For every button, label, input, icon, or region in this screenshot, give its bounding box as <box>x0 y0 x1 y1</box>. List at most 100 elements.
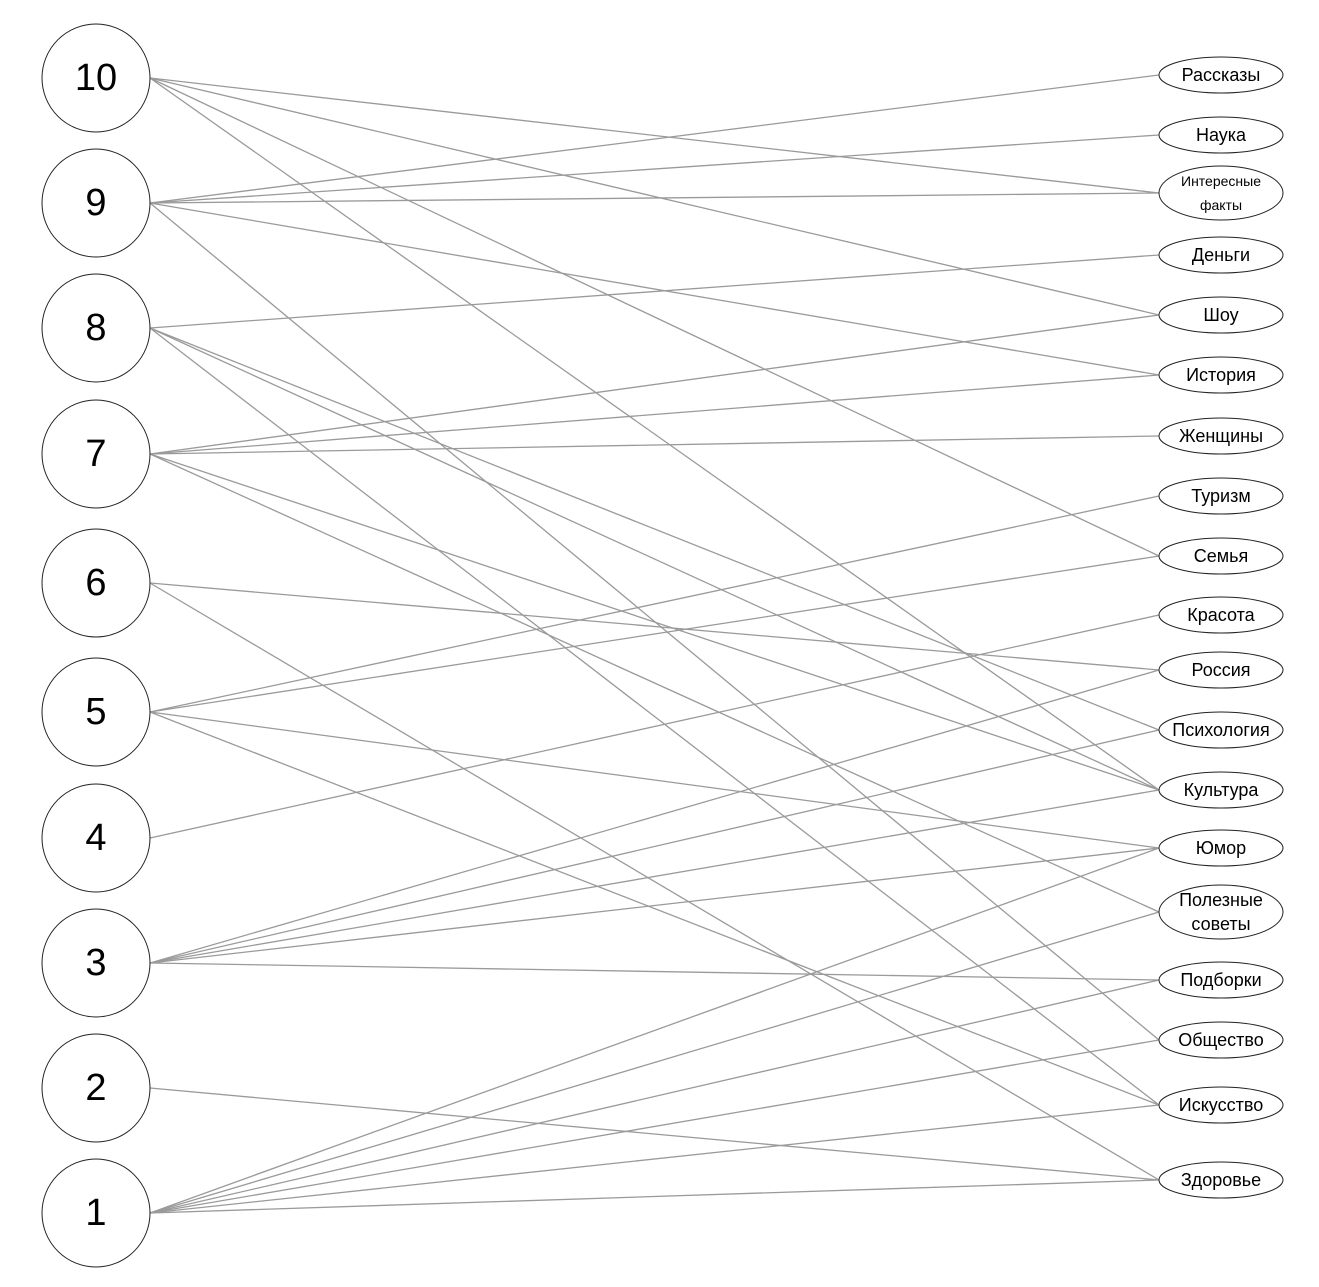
topic-ellipse <box>1158 56 1284 94</box>
topic-ellipse <box>1158 417 1284 455</box>
edge-n1-t_yumor <box>149 847 1160 1214</box>
topic-kultura: Культура <box>1158 771 1284 809</box>
node-circle <box>41 273 151 383</box>
topic-istoriya: История <box>1158 356 1284 394</box>
topic-label: факты <box>1200 197 1242 213</box>
edge-n4-t_krasota <box>149 614 1160 839</box>
node-circle <box>41 148 151 258</box>
edge-n7-t_kultura <box>149 453 1160 791</box>
edge-n5-t_yumor <box>149 711 1160 849</box>
topic-ellipse <box>1158 165 1284 221</box>
edge-n9-t_istoriya <box>149 202 1160 376</box>
topic-obshchestvo: Общество <box>1158 1021 1284 1059</box>
node-2: 2 <box>41 1033 151 1143</box>
edge-n1-t_zdorovye <box>149 1179 1160 1214</box>
number-nodes: 10 9 8 7 6 5 4 3 2 1 <box>41 23 151 1268</box>
topic-ellipse <box>1158 1161 1284 1199</box>
node-circle <box>41 1033 151 1143</box>
topic-semya: Семья <box>1158 537 1284 575</box>
edge-n10-t_kultura <box>149 77 1160 791</box>
topic-zhenshchiny: Женщины <box>1158 417 1284 455</box>
topic-label: советы <box>1191 914 1250 934</box>
node-label: 10 <box>75 57 117 99</box>
topic-label: Полезные <box>1179 890 1263 910</box>
topic-ellipse <box>1158 711 1284 749</box>
edge-n10-t_semya <box>149 77 1160 557</box>
topic-ellipse <box>1158 651 1284 689</box>
edges-layer <box>149 74 1160 1214</box>
topic-label: История <box>1186 365 1256 385</box>
edge-n1-t_podborki <box>149 979 1160 1214</box>
topic-ellipse <box>1158 1086 1284 1124</box>
edge-n3-t_psikhologiya <box>149 729 1160 964</box>
edge-n7-t_istoriya <box>149 374 1160 455</box>
edge-n10-t_fakty <box>149 77 1160 194</box>
node-4: 4 <box>41 783 151 893</box>
topic-zdorovye: Здоровье <box>1158 1161 1284 1199</box>
node-3: 3 <box>41 908 151 1018</box>
node-label: 9 <box>85 182 106 224</box>
topic-label: Подборки <box>1180 970 1261 990</box>
topic-ellipse <box>1158 356 1284 394</box>
edge-n9-t_rasskazy <box>149 74 1160 204</box>
topic-label: Интересные <box>1181 173 1261 189</box>
topic-ellipse <box>1158 296 1284 334</box>
node-10: 10 <box>41 23 151 133</box>
node-circle <box>41 657 151 767</box>
topic-ellipse <box>1158 829 1284 867</box>
topic-label: Шоу <box>1203 305 1238 325</box>
edge-n1-t_obshchestvo <box>149 1039 1160 1214</box>
edge-n2-t_zdorovye <box>149 1087 1160 1181</box>
edge-n1-t_sovety <box>149 911 1160 1214</box>
topic-label: Красота <box>1187 605 1255 625</box>
topic-iskusstvo: Искусство <box>1158 1086 1284 1124</box>
edge-n3-t_kultura <box>149 789 1160 964</box>
topic-ellipse <box>1158 961 1284 999</box>
topic-yumor: Юмор <box>1158 829 1284 867</box>
node-circle <box>41 23 151 133</box>
topic-label: Рассказы <box>1182 65 1261 85</box>
topic-label: Наука <box>1196 125 1247 145</box>
topic-label: Юмор <box>1196 838 1246 858</box>
topic-rasskazy: Рассказы <box>1158 56 1284 94</box>
edge-n10-t_shou <box>149 77 1160 316</box>
topic-sovety: Полезные советы <box>1158 884 1284 940</box>
node-circle <box>41 399 151 509</box>
node-label: 7 <box>85 433 106 475</box>
node-circle <box>41 783 151 893</box>
topic-rossiya: Россия <box>1158 651 1284 689</box>
topic-nauka: Наука <box>1158 116 1284 154</box>
edge-n6-t_zdorovye <box>149 582 1160 1181</box>
node-label: 4 <box>85 817 106 859</box>
topic-ellipse <box>1158 771 1284 809</box>
node-9: 9 <box>41 148 151 258</box>
topic-dengi: Деньги <box>1158 236 1284 274</box>
node-1: 1 <box>41 1158 151 1268</box>
edge-n3-t_podborki <box>149 962 1160 981</box>
edge-n9-t_fakty <box>149 192 1160 204</box>
topic-ellipse <box>1158 477 1284 515</box>
topic-label: Искусство <box>1179 1095 1263 1115</box>
topic-fakty: Интересные факты <box>1158 165 1284 221</box>
edge-n8-t_kultura <box>149 327 1160 791</box>
edge-n8-t_dengi <box>149 254 1160 329</box>
topic-label: Деньги <box>1192 245 1250 265</box>
topic-label: Россия <box>1191 660 1250 680</box>
edge-n8-t_psikhologiya <box>149 327 1160 731</box>
topic-ellipse <box>1158 1021 1284 1059</box>
edge-n3-t_yumor <box>149 847 1160 964</box>
node-label: 8 <box>85 307 106 349</box>
topic-shou: Шоу <box>1158 296 1284 334</box>
topic-label: Здоровье <box>1181 1170 1261 1190</box>
node-7: 7 <box>41 399 151 509</box>
node-circle <box>41 528 151 638</box>
node-label: 6 <box>85 562 106 604</box>
node-label: 2 <box>85 1067 106 1109</box>
edge-n5-t_iskusstvo <box>149 711 1160 1106</box>
edge-n8-t_iskusstvo <box>149 327 1160 1106</box>
node-label: 1 <box>85 1192 106 1234</box>
node-6: 6 <box>41 528 151 638</box>
node-5: 5 <box>41 657 151 767</box>
